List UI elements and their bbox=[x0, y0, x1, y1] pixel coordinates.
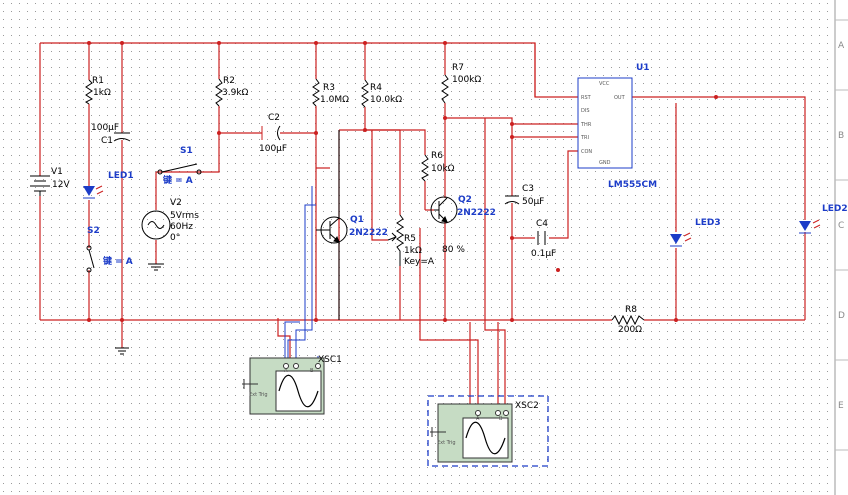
led2-ref: LED2 bbox=[822, 204, 848, 214]
v2-ref: V2 bbox=[170, 198, 182, 208]
resistor-r3[interactable] bbox=[312, 78, 320, 107]
r5-percent: 80 % bbox=[442, 245, 465, 255]
c2-value: 100µF bbox=[259, 144, 287, 154]
u1-value: LM555CM bbox=[608, 180, 657, 190]
r6-value: 10kΩ bbox=[431, 164, 455, 174]
ground-symbol-v2 bbox=[148, 263, 164, 271]
led-led1[interactable] bbox=[83, 185, 104, 199]
u1-pin-gnd: GND bbox=[599, 160, 611, 166]
ruler-row-e: E bbox=[838, 401, 844, 411]
transistor-q1[interactable] bbox=[316, 130, 348, 320]
r4-ref: R4 bbox=[370, 83, 382, 93]
r7-ref: R7 bbox=[452, 63, 464, 73]
resistor-r4[interactable] bbox=[361, 79, 369, 108]
xsc2-ext-trig-label: Ext Trig bbox=[437, 440, 456, 446]
capacitor-c1[interactable] bbox=[113, 132, 131, 142]
u1-pin-dis: DIS bbox=[581, 108, 590, 114]
capacitor-c3[interactable] bbox=[504, 195, 520, 205]
s2-key: 键 = A bbox=[102, 255, 133, 267]
u1-pin-tri: TRI bbox=[580, 135, 589, 141]
s1-ref: S1 bbox=[180, 146, 193, 156]
c4-ref: C4 bbox=[536, 219, 548, 229]
r3-value: 1.0MΩ bbox=[320, 95, 349, 105]
resistor-r1[interactable] bbox=[85, 79, 93, 105]
r4-value: 10.0kΩ bbox=[370, 95, 402, 105]
q2-ref: Q2 bbox=[458, 195, 472, 205]
u1-pin-thr: THR bbox=[580, 122, 592, 128]
resistor-r7[interactable] bbox=[441, 74, 449, 104]
r1-value: 1kΩ bbox=[93, 88, 111, 98]
ruler-row-b: B bbox=[838, 131, 844, 141]
c2-ref: C2 bbox=[268, 113, 280, 123]
r8-ref: R8 bbox=[625, 305, 637, 315]
c3-value: 50µF bbox=[522, 197, 544, 207]
capacitor-c2[interactable] bbox=[261, 125, 281, 141]
r5-value: 1kΩ bbox=[404, 246, 422, 256]
c1-ref: C1 bbox=[101, 136, 113, 146]
selection-box bbox=[427, 395, 549, 467]
r3-ref: R3 bbox=[323, 83, 335, 93]
transistor-q2[interactable] bbox=[430, 196, 458, 224]
xsc1-ref: XSC1 bbox=[318, 355, 342, 365]
xsc2-pin-a: A bbox=[476, 416, 480, 422]
q1-ref: Q1 bbox=[350, 215, 364, 225]
u1-pin-out: OUT bbox=[614, 95, 626, 101]
switch-s2[interactable] bbox=[86, 245, 95, 273]
oscilloscope-xsc1[interactable]: Ext Trig A B bbox=[242, 357, 325, 415]
c1-value: 100µF bbox=[91, 123, 119, 133]
v1-value: 12V bbox=[52, 180, 70, 190]
r2-value: 3.9kΩ bbox=[222, 88, 249, 98]
r1-ref: R1 bbox=[92, 76, 104, 86]
led-led3[interactable] bbox=[670, 232, 692, 247]
v1-ref: V1 bbox=[51, 167, 63, 177]
xsc1-ext-trig-label: Ext Trig bbox=[249, 392, 268, 398]
r6-ref: R6 bbox=[431, 151, 443, 161]
capacitor-c4[interactable] bbox=[537, 231, 546, 245]
s2-ref: S2 bbox=[87, 226, 100, 236]
ac-source-v2[interactable] bbox=[141, 210, 171, 240]
xsc1-pin-a: A bbox=[284, 368, 288, 374]
v2-frequency: 60Hz bbox=[170, 222, 193, 232]
u1-pin-rst: RST bbox=[581, 95, 592, 101]
resistor-r6[interactable] bbox=[421, 154, 429, 182]
oscilloscope-xsc2[interactable]: Ext Trig A B bbox=[427, 395, 549, 467]
q1-value: 2N2222 bbox=[349, 228, 388, 238]
c3-ref: C3 bbox=[522, 184, 534, 194]
u1-pin-vcc: VCC bbox=[599, 81, 610, 87]
led1-ref: LED1 bbox=[108, 171, 134, 181]
xsc2-ref: XSC2 bbox=[515, 401, 539, 411]
junctions bbox=[87, 41, 718, 322]
led3-ref: LED3 bbox=[695, 218, 721, 228]
r7-value: 100kΩ bbox=[452, 75, 481, 85]
u1-ref: U1 bbox=[636, 63, 650, 73]
potentiometer-r5[interactable] bbox=[387, 214, 404, 266]
ruler-row-a: A bbox=[838, 41, 845, 51]
scope1-probe-wires bbox=[284, 186, 319, 366]
ruler-row-c: C bbox=[838, 221, 844, 231]
xsc2-pin-b: B bbox=[499, 416, 503, 422]
r2-ref: R2 bbox=[223, 76, 235, 86]
battery-v1[interactable] bbox=[30, 175, 50, 196]
v2-amplitude: 5Vrms bbox=[170, 211, 199, 221]
switch-s1[interactable] bbox=[157, 163, 202, 175]
v2-phase: 0° bbox=[170, 233, 180, 243]
r8-value: 200Ω bbox=[618, 325, 642, 335]
sheet-ruler: A B C D E bbox=[834, 0, 848, 495]
resistor-r2[interactable] bbox=[215, 78, 223, 107]
ruler-row-d: D bbox=[838, 311, 845, 321]
q2-value: 2N2222 bbox=[457, 208, 496, 218]
u1-pin-con: CON bbox=[581, 149, 592, 155]
ic-u1-lm555[interactable]: VCC RST DIS THR TRI CON OUT GND bbox=[577, 77, 633, 169]
s1-key: 键 = A bbox=[162, 174, 193, 186]
r5-ref: R5 bbox=[404, 234, 416, 244]
resistor-r8[interactable] bbox=[611, 314, 645, 326]
r5-key: Key=A bbox=[404, 257, 435, 267]
c4-value: 0.1µF bbox=[531, 249, 556, 259]
led-led2[interactable] bbox=[799, 219, 821, 234]
xsc1-pin-b: B bbox=[310, 368, 314, 374]
ground-symbol-main bbox=[115, 347, 129, 355]
